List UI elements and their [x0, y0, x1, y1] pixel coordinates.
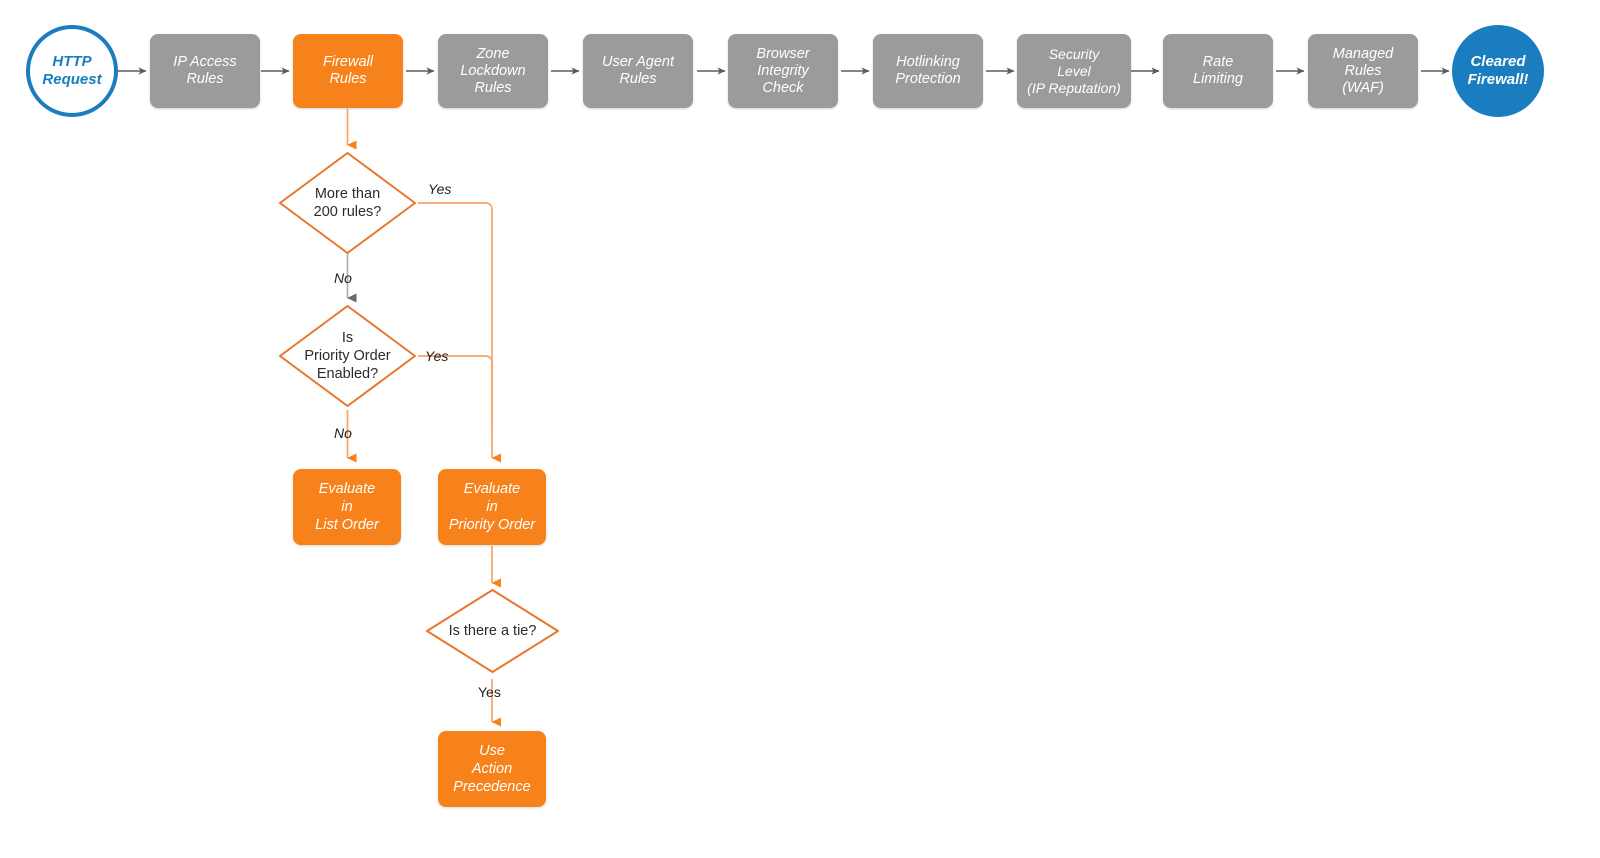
node-label: Firewall Rules — [323, 54, 373, 87]
node-zone-lockdown-rules[interactable]: Zone Lockdown Rules — [438, 34, 548, 108]
node-label: Rate Limiting — [1193, 54, 1243, 87]
node-label: Use Action Precedence — [453, 743, 531, 795]
diamond-shape — [279, 305, 416, 407]
node-http-request[interactable]: HTTP Request — [26, 25, 118, 117]
edge-label-d2-no: No — [334, 425, 352, 441]
node-cleared-firewall[interactable]: Cleared Firewall! — [1452, 25, 1544, 117]
diamond-shape — [426, 589, 559, 673]
node-user-agent-rules[interactable]: User Agent Rules — [583, 34, 693, 108]
node-label: Evaluate in List Order — [315, 481, 379, 533]
node-managed-rules-waf[interactable]: Managed Rules (WAF) — [1308, 34, 1418, 108]
node-label: Zone Lockdown Rules — [460, 45, 526, 96]
node-label: Managed Rules (WAF) — [1332, 45, 1394, 96]
node-label: Evaluate in Priority Order — [448, 481, 536, 533]
edge-label-d3-yes: Yes — [478, 684, 501, 700]
decision-label: Is there a tie? — [448, 623, 537, 639]
node-label: Security Level (IP Reputation) — [1027, 45, 1121, 96]
edge-label-d2-yes: Yes — [425, 348, 449, 364]
node-label: User Agent Rules — [602, 54, 674, 87]
decision-is-there-a-tie[interactable]: Is there a tie? — [424, 587, 561, 675]
node-security-level[interactable]: Security Level (IP Reputation) — [1017, 34, 1131, 108]
node-hotlinking-protection[interactable]: Hotlinking Protection — [873, 34, 983, 108]
node-firewall-rules[interactable]: Firewall Rules — [293, 34, 403, 108]
edge-label-d1-no: No — [334, 270, 352, 286]
node-label: Browser Integrity Check — [756, 45, 810, 96]
node-use-action-precedence[interactable]: Use Action Precedence — [438, 731, 546, 807]
decision-more-than-200-rules[interactable]: More than 200 rules? — [277, 150, 418, 256]
node-rate-limiting[interactable]: Rate Limiting — [1163, 34, 1273, 108]
decision-label: Is Priority Order Enabled? — [304, 330, 391, 382]
node-evaluate-in-list-order[interactable]: Evaluate in List Order — [293, 469, 401, 545]
decision-is-priority-order-enabled[interactable]: Is Priority Order Enabled? — [277, 303, 418, 409]
edge-label-d1-yes: Yes — [428, 181, 452, 197]
node-label: IP Access Rules — [173, 54, 237, 87]
node-label: HTTP Request — [42, 53, 102, 88]
node-ip-access-rules[interactable]: IP Access Rules — [150, 34, 260, 108]
node-evaluate-in-priority-order[interactable]: Evaluate in Priority Order — [438, 469, 546, 545]
decision-label: More than 200 rules? — [313, 186, 382, 220]
node-label: Cleared Firewall! — [1467, 53, 1529, 88]
node-browser-integrity-check[interactable]: Browser Integrity Check — [728, 34, 838, 108]
node-label: Hotlinking Protection — [895, 54, 961, 87]
